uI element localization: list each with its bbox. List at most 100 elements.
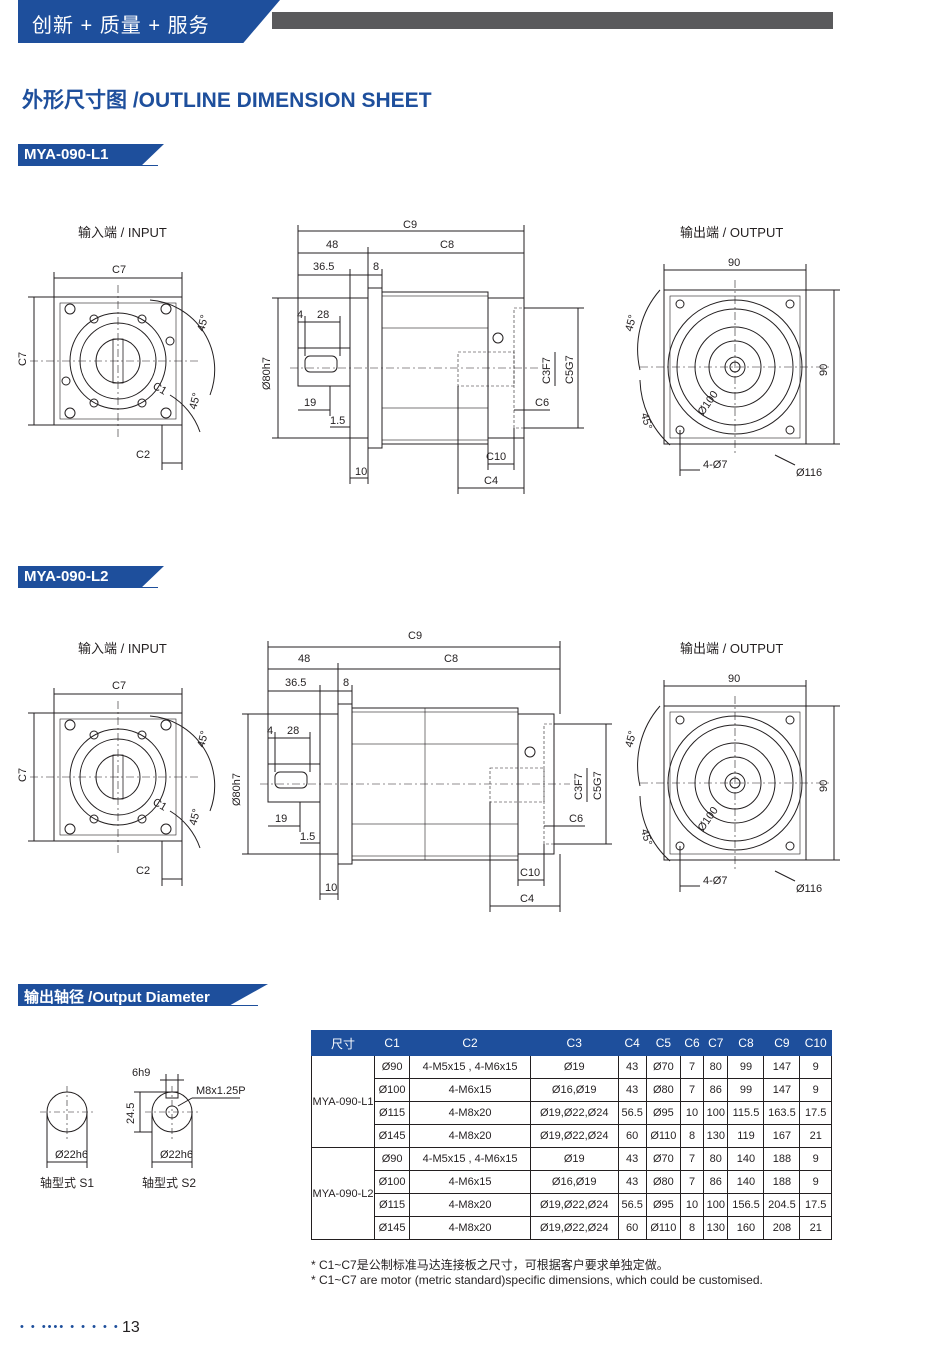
table-cell: Ø95 [645, 1101, 681, 1125]
dim-d116: Ø116 [796, 467, 822, 479]
table-cell: 60 [617, 1216, 647, 1240]
note-zh: * C1~C7是公制标准马达连接板之尺寸，可根据客户要求单独定做。 [311, 1258, 669, 1272]
dim-c7: C7 [17, 768, 29, 782]
shaft-s1 [40, 1086, 94, 1168]
footer-dots: • • •••• • • • • • [20, 1321, 120, 1333]
input-label: 输入端 / INPUT [78, 641, 167, 656]
table-cell: 60 [617, 1124, 647, 1148]
s2-thread: M8x1.25P [196, 1085, 246, 1097]
table-header-row: 尺寸 C1 C2 C3 C4 C5 C6 C7 C8 C9 C10 [311, 1030, 832, 1056]
s2-height: 24.5 [125, 1103, 137, 1124]
page-number: 13 [122, 1319, 140, 1336]
dim-c3: C3F7 [541, 357, 553, 384]
table-cell: 4-M5x15 , 4-M6x15 [409, 1147, 531, 1171]
table-cell: 4-M8x20 [409, 1216, 531, 1240]
dim-4-d7: 4-Ø7 [703, 459, 727, 471]
dim-c1: C1 [151, 380, 169, 397]
dim-c5: C5G7 [564, 355, 576, 384]
table-cell: Ø90 [373, 1055, 411, 1079]
section-tab-l2: MYA-090-L2 [18, 566, 164, 587]
dim-45: 45° [195, 730, 211, 749]
dim-d80: Ø80h7 [231, 773, 243, 806]
dim-c10: C10 [520, 867, 540, 879]
dim-c6: C6 [569, 813, 583, 825]
dim-c4: C4 [484, 475, 498, 487]
table-cell: 43 [617, 1055, 647, 1079]
table-cell: 130 [703, 1216, 729, 1240]
table-cell: 9 [799, 1147, 832, 1171]
input-view-l1 [28, 272, 216, 470]
table-cell: 204.5 [763, 1193, 801, 1217]
section-tab-output-diameter: 输出轴径 /Output Diameter [18, 984, 268, 1005]
table-cell: 80 [703, 1055, 729, 1079]
table-cell: 43 [617, 1078, 647, 1102]
table-cell: Ø95 [645, 1193, 681, 1217]
dim-45: 45° [623, 730, 639, 749]
table-cell: 4-M6x15 [409, 1078, 531, 1102]
table-cell: 208 [763, 1216, 801, 1240]
dim-90: 90 [728, 257, 740, 269]
table-cell: 86 [703, 1078, 729, 1102]
table-cell: 43 [617, 1170, 647, 1194]
table-cell: Ø115 [373, 1193, 411, 1217]
table-cell: 100 [703, 1193, 729, 1217]
dim-c7: C7 [17, 352, 29, 366]
table-cell: 21 [799, 1124, 832, 1148]
table-cell: Ø100 [373, 1170, 411, 1194]
dim-4: 4 [267, 725, 273, 737]
s2-dia: Ø22h6 [160, 1149, 193, 1161]
header-bar [272, 12, 833, 29]
dim-48: 48 [298, 653, 310, 665]
table-cell: Ø16,Ø19 [529, 1170, 619, 1194]
table-cell: Ø70 [645, 1147, 681, 1171]
dim-28: 28 [317, 309, 329, 321]
table-cell: 43 [617, 1147, 647, 1171]
dim-c8: C8 [440, 239, 454, 251]
output-view-l2 [637, 680, 840, 892]
table-cell: Ø80 [645, 1078, 681, 1102]
header-title: 创新 + 质量 + 服务 [32, 15, 210, 37]
input-view-l2 [28, 688, 216, 886]
dim-45: 45° [187, 808, 203, 827]
dim-texts-l1: C7 C7 C2 C1 45° 45° C9 48 C8 36.5 8 4 28… [17, 219, 830, 487]
dim-d80: Ø80h7 [261, 357, 273, 390]
dim-c5: C5G7 [592, 771, 604, 800]
dim-4-d7: 4-Ø7 [703, 875, 727, 887]
table-cell: 160 [727, 1216, 765, 1240]
table-cell: 7 [679, 1170, 705, 1194]
section-tab-l1: MYA-090-L1 [18, 144, 164, 165]
table-cell: Ø80 [645, 1170, 681, 1194]
sheet-title: 外形尺寸图 /OUTLINE DIMENSION SHEET [22, 89, 432, 112]
table-cell: 100 [703, 1101, 729, 1125]
table-cell: 156.5 [727, 1193, 765, 1217]
s1-label: 轴型式 S1 [40, 1176, 95, 1190]
table-cell: Ø115 [373, 1101, 411, 1125]
dim-c10: C10 [486, 451, 506, 463]
dim-c9: C9 [403, 219, 417, 231]
table-cell: 9 [799, 1170, 832, 1194]
dim-45: 45° [187, 392, 203, 411]
table-cell: 167 [763, 1124, 801, 1148]
dim-19: 19 [275, 813, 287, 825]
dim-48: 48 [326, 239, 338, 251]
table-cell: 4-M6x15 [409, 1170, 531, 1194]
table-cell: 140 [727, 1147, 765, 1171]
section-line [18, 587, 158, 588]
dim-10: 10 [355, 466, 367, 478]
dim-c2: C2 [136, 449, 150, 461]
table-cell: Ø19,Ø22,Ø24 [529, 1101, 619, 1125]
table-cell: 163.5 [763, 1101, 801, 1125]
dim-c6: C6 [535, 397, 549, 409]
table-cell: 4-M8x20 [409, 1193, 531, 1217]
table-cell: 8 [679, 1216, 705, 1240]
table-cell: 80 [703, 1147, 729, 1171]
dim-c3: C3F7 [573, 773, 585, 800]
dim-45: 45° [623, 314, 639, 333]
table-cell: Ø90 [373, 1147, 411, 1171]
dim-texts-l2: C7 C7 C2 C1 45° 45° C9 48 C8 36.5 8 4 28… [17, 630, 830, 905]
